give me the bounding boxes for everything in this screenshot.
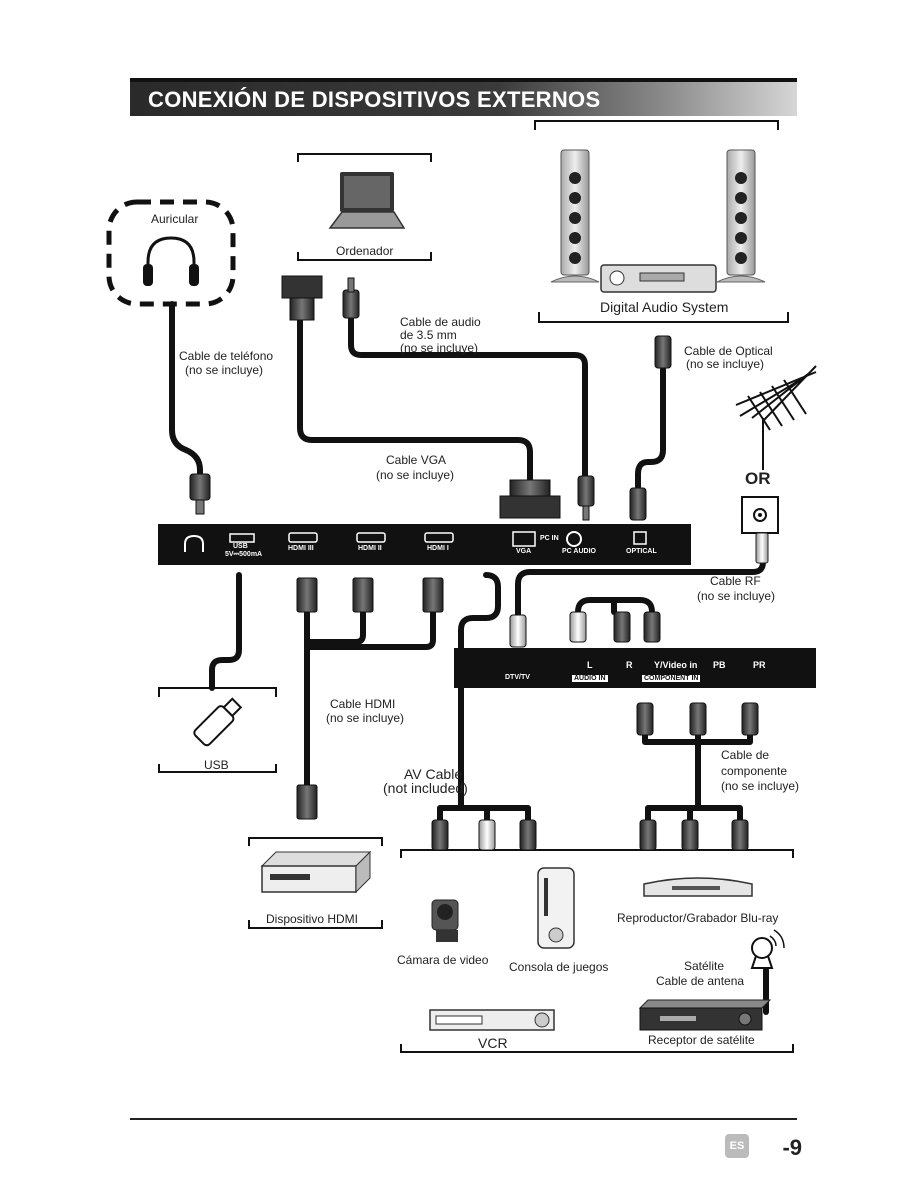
camcorder-label: Cámara de video (397, 953, 489, 967)
device-frames (158, 120, 794, 1053)
pr-label: PR (753, 660, 766, 670)
pc-in-label: PC IN (540, 535, 559, 542)
component-cable-label: Cable de (721, 748, 770, 762)
audio-cable-label: Cable de audio (400, 315, 481, 329)
game-console-label: Consola de juegos (509, 960, 609, 974)
connector-plugs (189, 275, 759, 851)
hdmi-device-label: Dispositivo HDMI (266, 912, 359, 926)
headphone-label: Auricular (151, 212, 199, 226)
vga-cable-label: Cable VGA (386, 453, 447, 467)
footer-rule (130, 1118, 797, 1120)
audio-r-label: R (626, 660, 633, 670)
speaker-icon (550, 149, 600, 283)
pc-audio-port-label: PC AUDIO (562, 548, 596, 555)
component-cable-label-2: componente (721, 764, 788, 778)
vga-port-label: VGA (516, 548, 532, 555)
section-header: CONEXIÓN DE DISPOSITIVOS EXTERNOS (130, 78, 797, 116)
vga-cable-note: (no se incluye) (376, 468, 455, 482)
page-title: CONEXIÓN DE DISPOSITIVOS EXTERNOS (148, 87, 601, 112)
hdmi-cable-label: Cable HDMI (330, 697, 396, 711)
vcr-label: VCR (478, 1035, 508, 1051)
audio-cable-note: (no se incluye) (400, 341, 479, 355)
usb-port-label: USB (233, 543, 248, 550)
dvd-player-icon (260, 850, 372, 894)
usb-stick-icon (193, 697, 243, 747)
usb-label: USB (204, 758, 229, 772)
satellite-receiver-label: Receptor de satélite (648, 1033, 755, 1047)
phone-cable-note: (no se incluye) (185, 363, 264, 377)
bluray-label: Reproductor/Grabador Blu-ray (617, 911, 779, 925)
antenna-cable-label: Cable de antena (656, 974, 745, 988)
audio-in-label: AUDIO IN (572, 675, 608, 682)
hdmi-cable-note: (no se incluye) (326, 711, 405, 725)
speaker-icon (716, 149, 766, 283)
phone-cable-label: Cable de teléfono (179, 349, 274, 363)
laptop-icon (328, 172, 406, 229)
av-cable-note: (not included) (383, 780, 468, 796)
hdmi2-port-label: HDMI II (358, 545, 382, 552)
pb-label: PB (713, 660, 726, 670)
audio-l-label: L (587, 660, 593, 670)
audio-cable-size: de 3.5 mm (400, 328, 457, 342)
satellite-label: Satélite (684, 959, 725, 973)
hdmi1-port-label: HDMI I (427, 545, 449, 552)
audio-system-label: Digital Audio System (600, 299, 729, 315)
satellite-dish-icon (750, 929, 785, 969)
headphone-icon (143, 236, 199, 286)
antenna-icon (735, 365, 817, 470)
optical-cable-label: Cable de Optical (684, 344, 773, 358)
or-label: OR (745, 469, 771, 488)
audio-receiver-icon (600, 264, 717, 293)
port-icons (184, 531, 647, 552)
computer-label: Ordenador (336, 244, 394, 258)
camcorder-icon (431, 899, 459, 942)
page-number: -9 (782, 1135, 802, 1160)
bluray-player-icon (643, 877, 753, 897)
game-console-icon (537, 867, 575, 949)
optical-port-label: OPTICAL (626, 548, 657, 555)
optical-cable-note: (no se incluye) (686, 357, 765, 371)
hdmi3-port-label: HDMI III (288, 545, 314, 552)
usb-spec-label: 5V⎓500mA (225, 551, 263, 558)
rf-cable-note: (no se incluye) (697, 589, 776, 603)
vcr-icon (429, 1009, 555, 1031)
av-cable-label: AV Cable (404, 766, 463, 782)
y-video-label: Y/Video in (654, 660, 698, 670)
component-in-label: COMPONENT IN (642, 675, 701, 682)
language-badge: ES (725, 1134, 749, 1158)
wall-outlet-icon (741, 496, 779, 564)
rf-cable-label: Cable RF (710, 574, 761, 588)
component-cable-note: (no se incluye) (721, 779, 800, 793)
satellite-receiver-icon (638, 999, 772, 1031)
dtv-port-label: DTV/TV (505, 674, 530, 681)
cables (169, 301, 769, 1015)
